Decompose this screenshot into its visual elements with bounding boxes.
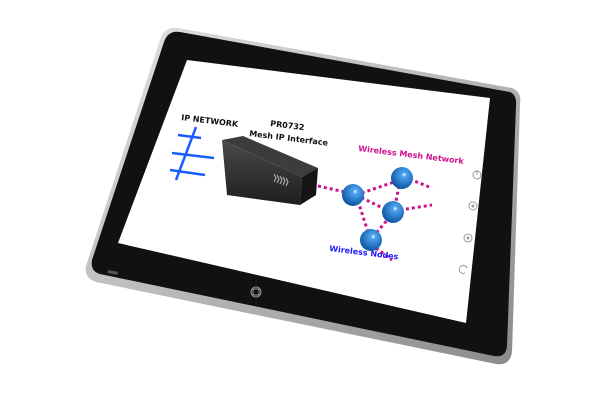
play-icon[interactable] <box>463 233 473 243</box>
device-model-label: PR0732 <box>270 119 305 132</box>
wireless-node <box>360 229 382 251</box>
refresh-icon[interactable] <box>458 264 468 274</box>
side-port <box>107 270 118 275</box>
home-icon[interactable] <box>250 286 262 298</box>
wireless-node <box>391 167 413 189</box>
wireless-node <box>382 201 404 223</box>
mesh-ip-interface-device <box>222 136 318 205</box>
ip-network-lines <box>169 126 215 181</box>
target-icon[interactable] <box>468 201 478 211</box>
power-icon[interactable] <box>472 170 482 180</box>
wireless-node <box>342 184 364 206</box>
